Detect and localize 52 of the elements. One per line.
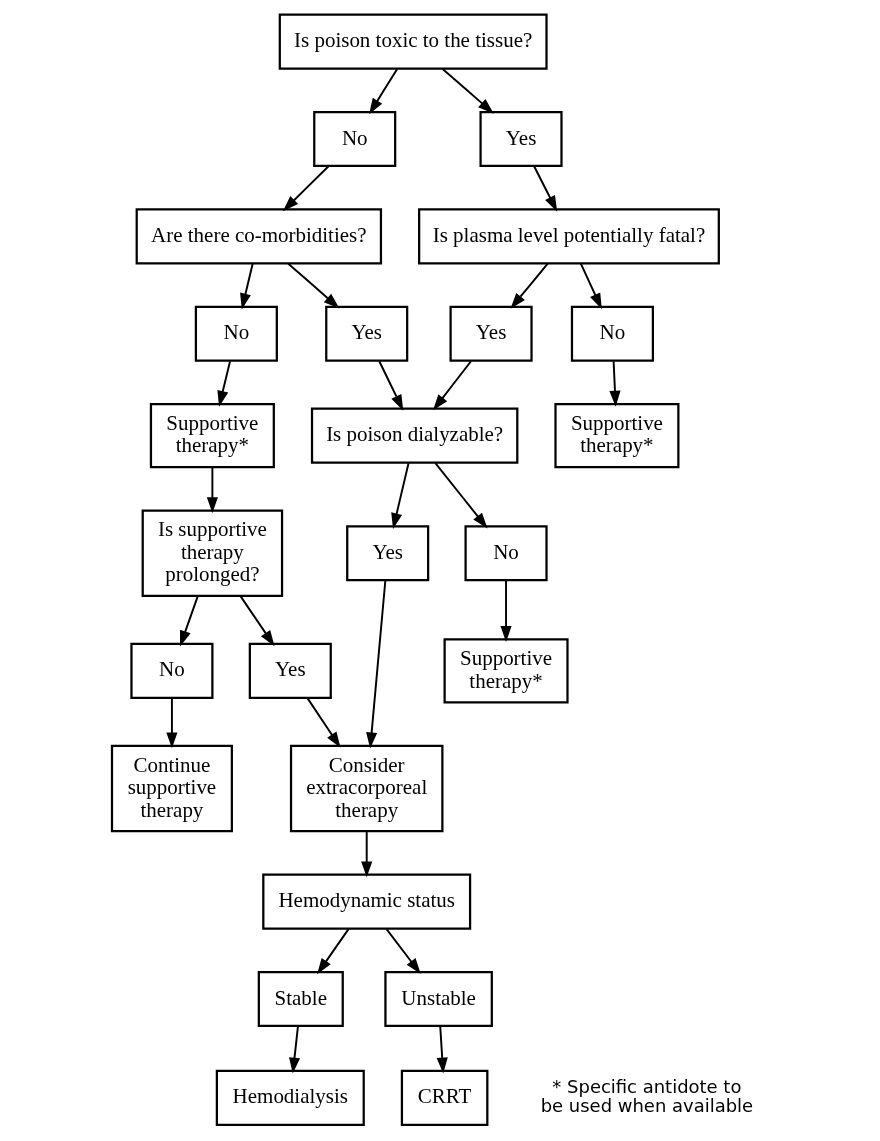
node-box: No	[570, 305, 654, 362]
arrow	[239, 595, 274, 647]
node-box: Hemodynamic status	[261, 873, 471, 930]
arrow	[436, 1025, 448, 1074]
arrow	[179, 595, 199, 647]
arrow	[360, 830, 372, 878]
node-box: Supportive therapy*	[443, 638, 569, 704]
node-box: Are there co-morbidities?	[135, 208, 382, 265]
node-box: CRRT	[400, 1069, 488, 1126]
arrow	[286, 262, 339, 309]
arrow	[433, 462, 488, 529]
arrow	[390, 462, 409, 530]
node-box: Yes	[248, 642, 332, 699]
arrow	[509, 262, 549, 309]
node-box: Is plasma level potentially fatal?	[417, 208, 720, 265]
arrow	[239, 262, 254, 310]
node-box: Supportive therapy*	[149, 403, 275, 469]
arrow	[216, 360, 231, 407]
node-box: Is supportive therapy prolonged?	[141, 509, 283, 598]
node-box: Yes	[345, 525, 429, 582]
arrow	[288, 1025, 300, 1074]
arrow	[365, 579, 386, 749]
arrow	[206, 466, 218, 514]
arrow	[441, 67, 494, 114]
node-box: Yes	[478, 110, 563, 168]
node-box: Is poison toxic to the tissue?	[278, 13, 548, 70]
arrow	[608, 360, 620, 407]
node-box: Supportive therapy*	[553, 403, 679, 469]
node-box: Unstable	[383, 970, 493, 1028]
arrow	[500, 579, 512, 642]
node-box: No	[129, 642, 213, 699]
node-box: Stable	[257, 970, 344, 1028]
arrow	[377, 360, 403, 411]
node-box: No	[463, 525, 548, 582]
node-box: Yes	[324, 305, 408, 362]
arrow	[306, 697, 341, 748]
arrow	[532, 165, 557, 212]
node-box: Hemodialysis	[215, 1069, 365, 1126]
node-box: Yes	[449, 305, 533, 362]
node-box: Is poison dialyzable?	[310, 407, 518, 464]
node-box: No	[312, 110, 396, 168]
node-box: No	[194, 305, 278, 362]
arrow	[282, 165, 329, 212]
arrow	[165, 697, 177, 749]
arrow	[432, 360, 472, 411]
node-box: Consider extracorporeal therapy	[289, 744, 443, 833]
arrow	[316, 927, 350, 975]
arrow	[384, 927, 421, 975]
node-box: Continue supportive therapy	[110, 744, 233, 833]
arrow	[368, 67, 398, 115]
arrow	[579, 262, 602, 310]
label: * Specific antidote to be used when available	[540, 1075, 753, 1117]
